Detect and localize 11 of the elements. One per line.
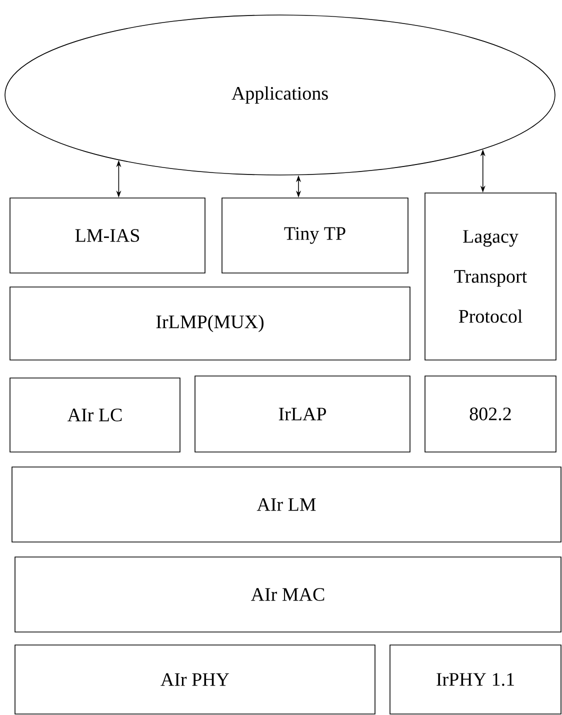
layer-box: IrLMP(MUX) (10, 286, 410, 360)
layer-box: AIr LM (12, 466, 562, 542)
layer-box: AIr MAC (14, 556, 562, 632)
layer-box: LM-IAS (10, 198, 206, 274)
layer-box: IrLAP (194, 376, 410, 452)
layer-box: IrPHY 1.1 (390, 644, 562, 714)
layer-box: Tiny TP (222, 198, 408, 274)
layer-box: AIr PHY (14, 644, 376, 714)
layer-box: AIr LC (10, 378, 180, 452)
layer-box: 802.2 (424, 376, 556, 452)
layer-box: Lagacy Transport Protocol (424, 192, 556, 360)
